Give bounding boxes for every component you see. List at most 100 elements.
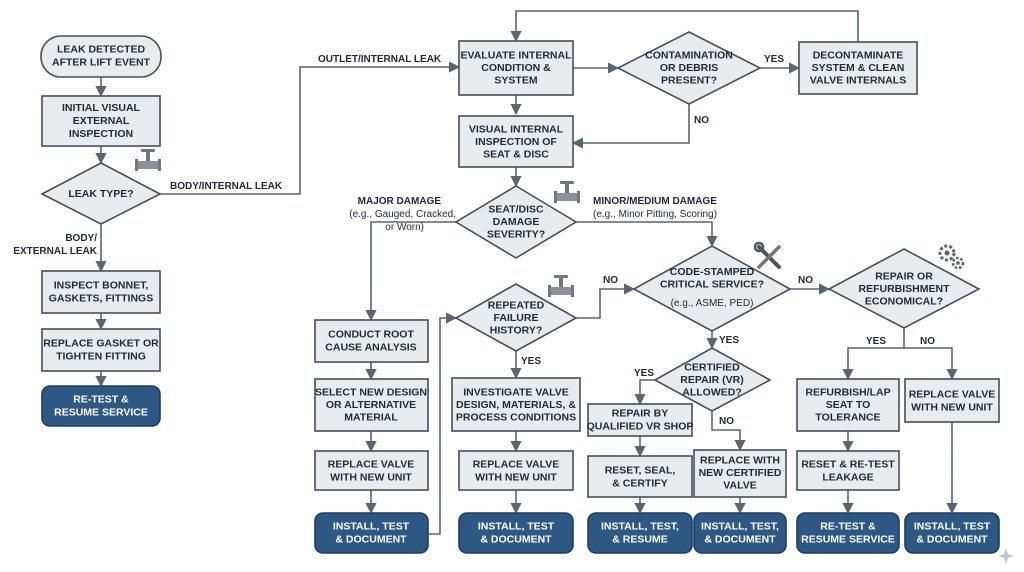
label-body-external-leak-line2: EXTERNAL LEAK <box>13 246 97 257</box>
node-text-line: LEAK DETECTED <box>57 44 146 56</box>
node-text-line: LEAK TYPE? <box>68 188 133 200</box>
node-retest-resume-service-1: RE-TEST &RESUME SERVICE <box>41 385 161 427</box>
node-install-test-document-a: INSTALL, TEST& DOCUMENT <box>314 512 429 554</box>
arrow-economical-no-to-replace-c <box>904 347 958 381</box>
node-text-line: INSPECTION <box>69 128 133 140</box>
arrow-repeated-no-to-codestamped <box>576 283 636 319</box>
node-text-line: RESET, SEAL, <box>605 465 676 477</box>
node-text-line: INSTALL, TEST <box>333 521 410 533</box>
code-stamped-example: (e.g., ASME, PED) <box>671 298 754 309</box>
node-text-line: & DOCUMENT <box>480 534 552 546</box>
node-text-line: ECONOMICAL? <box>865 296 943 308</box>
node-text-line: EVALUATE INTERNAL <box>460 50 572 62</box>
arrow-leaktype-to-eval <box>160 61 461 195</box>
node-text-line: OR DEBRIS <box>660 62 718 74</box>
node-text-line: PRESENT? <box>661 75 717 87</box>
node-install-test-document-b: INSTALL, TEST& DOCUMENT <box>458 512 574 554</box>
arrow-severity-to-rootcause <box>365 221 456 322</box>
label-major-damage-example-1: (e.g., Gauged, Cracked, <box>349 209 456 220</box>
node-text-line: DAMAGE <box>493 216 540 228</box>
node-text-line: RE-TEST & <box>820 521 876 533</box>
node-text-line: SEVERITY? <box>487 229 545 241</box>
valve-icon <box>548 275 574 297</box>
node-text-line: HISTORY? <box>490 325 543 337</box>
arrow-severity-to-codestamped <box>576 221 718 248</box>
label-body-external-leak-line1: BODY/ <box>65 233 97 244</box>
node-text-line: RESUME SERVICE <box>801 534 895 546</box>
wrench-screwdriver-icon <box>753 241 781 269</box>
label-major-damage: MAJOR DAMAGE <box>358 196 442 207</box>
node-text-line: WITH NEW UNIT <box>475 472 557 484</box>
arrow-certified-no-to-replacecert <box>711 411 746 452</box>
node-text-line: CONDUCT ROOT <box>328 329 414 341</box>
node-install-test-document-d: INSTALL, TEST& DOCUMENT <box>904 512 1000 554</box>
node-leak-type-decision: LEAK TYPE? <box>40 162 162 225</box>
node-text-line: EXTERNAL <box>73 115 130 127</box>
label-outlet-internal-leak: OUTLET/INTERNAL LEAK <box>318 54 442 65</box>
label-economical-no: NO <box>920 336 935 347</box>
node-text-line: SEAT TO <box>826 399 871 411</box>
node-text-line: CAUSE ANALYSIS <box>325 342 416 354</box>
label-repeated-no: NO <box>603 275 618 286</box>
node-inspect-bonnet: INSPECT BONNET,GASKETS, FITTINGS <box>41 270 161 314</box>
label-major-damage-example-2: or Worn) <box>385 222 424 233</box>
node-text-line: CONTAMINATION <box>645 50 733 62</box>
node-text-line: SYSTEM & CLEAN <box>812 62 905 74</box>
node-text-line: PROCESS CONDITIONS <box>456 412 576 424</box>
node-text-line: REPAIR (VR) <box>680 374 743 386</box>
arrow-certified-yes-to-repairvr <box>634 379 655 406</box>
node-text-line: INSPECTION OF <box>475 136 557 148</box>
node-text-line: INSTALL, TEST, <box>701 521 779 533</box>
node-text-line: & DOCUMENT <box>704 534 776 546</box>
label-repeated-yes: YES <box>521 356 541 367</box>
node-text-line: REPEATED <box>488 300 545 312</box>
node-install-test-document-c: INSTALL, TEST,& DOCUMENT <box>693 512 787 554</box>
node-text-line: CODE-STAMPED <box>670 266 755 278</box>
node-text-line: TOLERANCE <box>815 412 880 424</box>
node-text-line: VALVE INTERNALS <box>810 75 906 87</box>
node-text-line: WITH NEW UNIT <box>911 402 993 414</box>
node-text-line: INITIAL VISUAL <box>62 102 141 114</box>
node-text-line: REPLACE VALVE <box>473 459 560 471</box>
label-codestamped-no: NO <box>798 275 813 286</box>
node-text-line: REPLACE GASKET OR <box>43 338 159 350</box>
label-contam-yes: YES <box>764 54 784 65</box>
node-text-line: INSTALL, TEST <box>914 521 991 533</box>
node-text-line: VALVE <box>723 480 756 492</box>
node-text-line: SEAT & DISC <box>483 149 549 161</box>
node-text-line: CRITICAL SERVICE? <box>660 278 764 290</box>
node-text-line: INSTALL, TEST, <box>601 521 679 533</box>
node-text-line: GASKETS, FITTINGS <box>49 293 153 305</box>
node-text-line: REFURBISH/LAP <box>805 387 890 399</box>
node-reset-seal-certify: RESET, SEAL,& CERTIFY <box>587 455 693 498</box>
label-economical-yes: YES <box>866 336 886 347</box>
node-text-line: SELECT NEW DESIGN <box>315 387 427 399</box>
label-contam-no: NO <box>694 115 709 126</box>
node-text-line: & DOCUMENT <box>916 534 988 546</box>
node-text-line: DESIGN, MATERIALS, & <box>456 399 576 411</box>
node-text-line: FAILURE <box>494 312 539 324</box>
node-text-line: & CERTIFY <box>612 478 667 490</box>
node-text-line: INSTALL, TEST <box>478 521 555 533</box>
node-install-test-resume: INSTALL, TEST,& RESUME <box>587 512 693 554</box>
node-text-line: & DOCUMENT <box>335 534 407 546</box>
